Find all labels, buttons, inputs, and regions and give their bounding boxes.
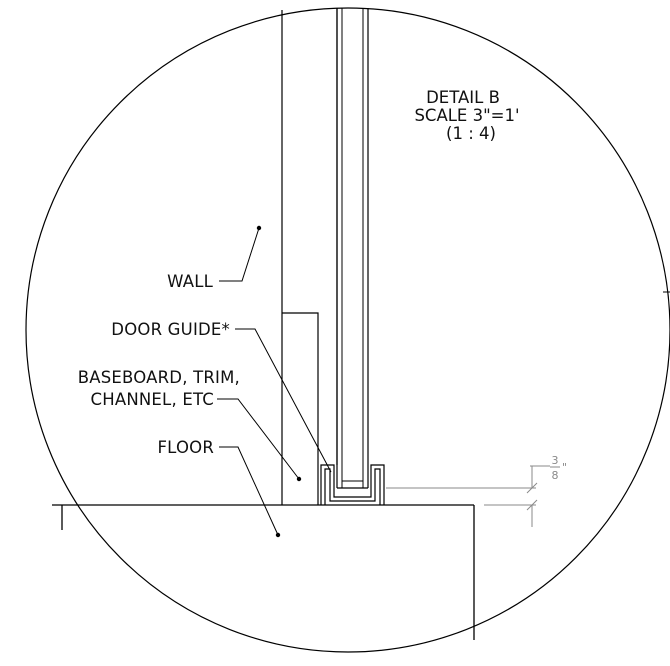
- detail-scale: SCALE 3"=1': [414, 106, 519, 125]
- dimension-3-8: [386, 465, 550, 527]
- door-guide-leader: [235, 328, 332, 473]
- dimension-numerator: 3: [552, 454, 559, 467]
- wall-leader: [219, 227, 260, 282]
- dimension-denominator: 8: [552, 469, 559, 482]
- detail-title: DETAIL B: [426, 88, 500, 107]
- detail-ratio: (1 : 4): [446, 124, 496, 143]
- floor-leader-dot: [275, 532, 281, 538]
- baseboard-leader-dot: [296, 476, 302, 482]
- door-guide: [320, 464, 385, 505]
- floor-slab: [52, 504, 475, 640]
- wall-label: WALL: [167, 272, 213, 291]
- baseboard-label-line1: BASEBOARD, TRIM,: [78, 368, 240, 387]
- baseboard-trim: [282, 312, 319, 505]
- dimension-unit: ": [562, 461, 567, 474]
- detail-boundary-circle: [25, 7, 670, 653]
- door-panel: [336, 8, 369, 489]
- baseboard-leader: [217, 398, 300, 480]
- wall-leader-dot: [256, 225, 262, 231]
- wall-section: [281, 8, 338, 505]
- floor-label: FLOOR: [157, 438, 214, 457]
- floor-leader: [219, 446, 279, 536]
- baseboard-label-line2: CHANNEL, ETC: [91, 390, 214, 409]
- door-guide-label: DOOR GUIDE*: [111, 320, 230, 339]
